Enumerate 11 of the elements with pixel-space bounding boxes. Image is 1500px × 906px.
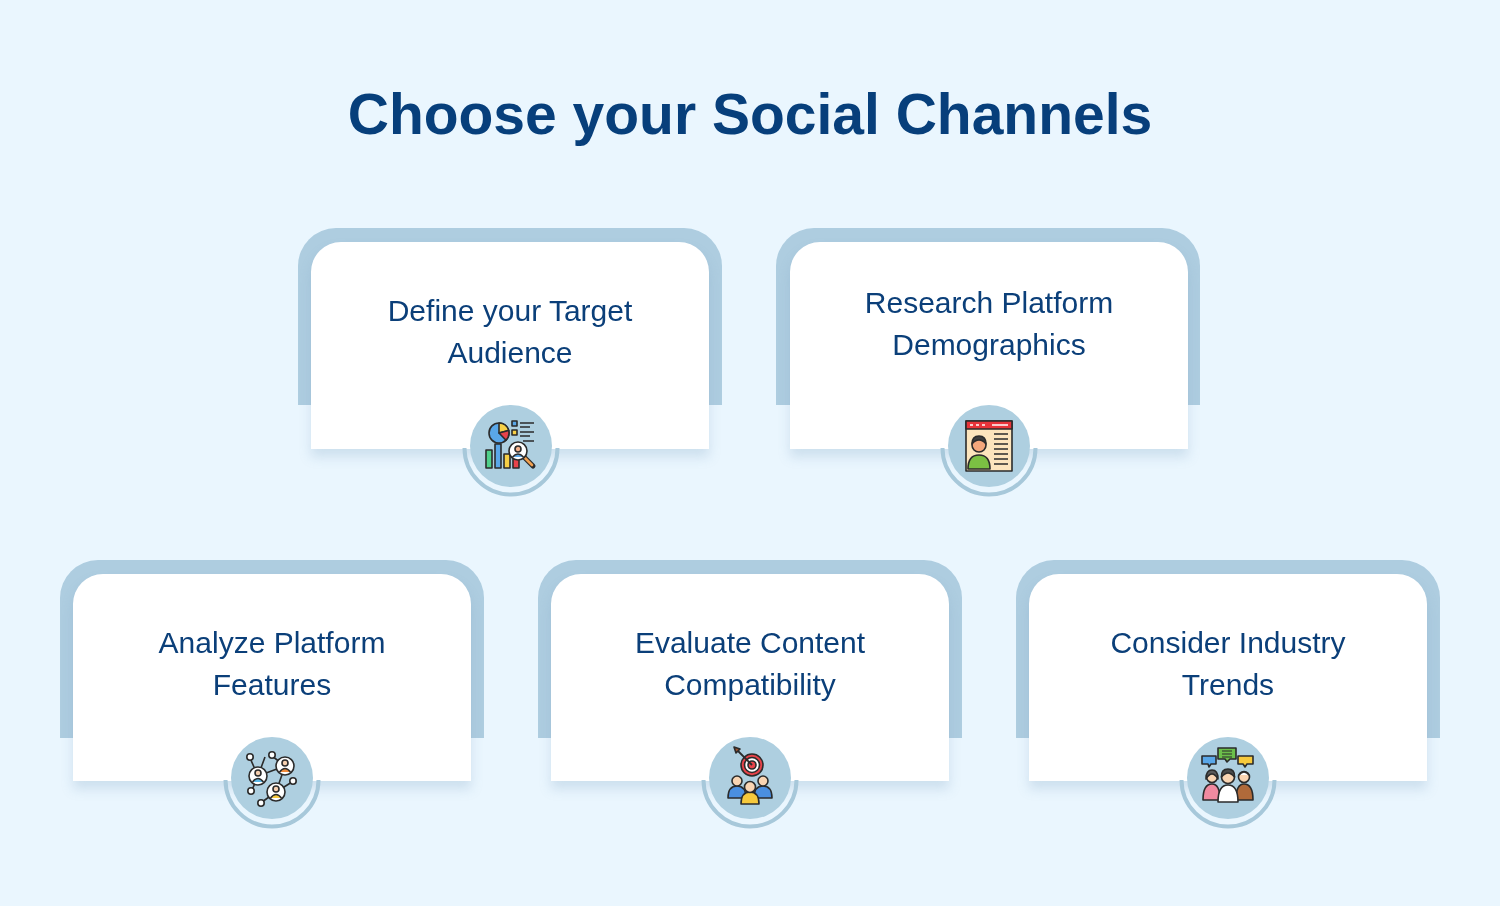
card-title: Evaluate Content Compatibility bbox=[633, 625, 867, 703]
step-card bbox=[1029, 574, 1427, 781]
step-card bbox=[311, 242, 709, 449]
card-title: Consider Industry Trends bbox=[1109, 625, 1347, 703]
card-title: Define your Target Audience bbox=[386, 293, 634, 371]
step-card bbox=[551, 574, 949, 781]
card-title: Analyze Platform Features bbox=[157, 625, 387, 703]
step-card bbox=[73, 574, 471, 781]
page-title: Choose your Social Channels bbox=[347, 82, 1153, 146]
card-title: Research Platform Demographics bbox=[863, 285, 1115, 363]
step-card bbox=[790, 242, 1188, 449]
